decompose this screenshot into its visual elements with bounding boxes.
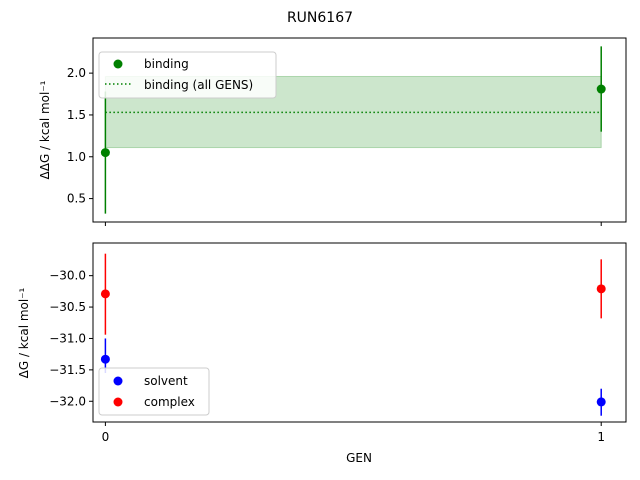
bottom-legend: solvent complex [98,367,210,416]
bottom-legend-box [98,367,210,416]
top-legend: binding binding (all GENS) [98,51,277,99]
legend-marker-complex [113,397,123,407]
figure-title: RUN6167 [287,10,353,26]
data-point-solvent-0 [100,354,110,364]
y-tick-label: 2.0 [67,66,86,80]
bottom-y-axis: −30.0 −30.5 −31.0 −31.5 −32.0 [49,269,93,408]
legend-label-binding: binding [144,57,189,71]
top-panel: 0.5 1.0 1.5 2.0 ΔΔG / kcal mol⁻¹ binding bi… [38,37,627,226]
top-y-axis-label: ΔΔG / kcal mol⁻¹ [38,80,52,179]
legend-marker-binding [113,59,123,69]
data-point-complex-0 [100,289,110,299]
top-x-axis [104,222,602,226]
bottom-y-axis-label: ΔG / kcal mol⁻¹ [17,287,31,378]
data-point-complex-1 [596,284,606,294]
top-plot-frame [92,37,627,223]
y-tick-label: 0.5 [67,192,86,206]
x-tick-label: 1 [597,430,605,444]
x-tick-label: 0 [102,430,110,444]
top-y-axis: 0.5 1.0 1.5 2.0 [67,66,93,206]
y-tick-label: 1.0 [67,150,86,164]
y-tick-label: −31.5 [49,363,86,377]
legend-label-complex: complex [144,395,195,409]
y-tick-label: −30.0 [49,269,86,283]
top-legend-box [98,51,277,99]
y-tick-label: 1.5 [67,108,86,122]
x-axis-label: GEN [346,451,372,465]
y-tick-label: −32.0 [49,394,86,408]
legend-marker-solvent [113,376,123,386]
bottom-plot-frame [92,242,627,423]
data-point-binding-0 [100,148,110,158]
y-tick-label: −31.0 [49,331,86,345]
legend-label-binding-all: binding (all GENS) [144,78,253,92]
legend-label-solvent: solvent [144,374,188,388]
data-point-solvent-1 [596,397,606,407]
y-tick-label: −30.5 [49,300,86,314]
data-point-binding-1 [596,84,606,94]
